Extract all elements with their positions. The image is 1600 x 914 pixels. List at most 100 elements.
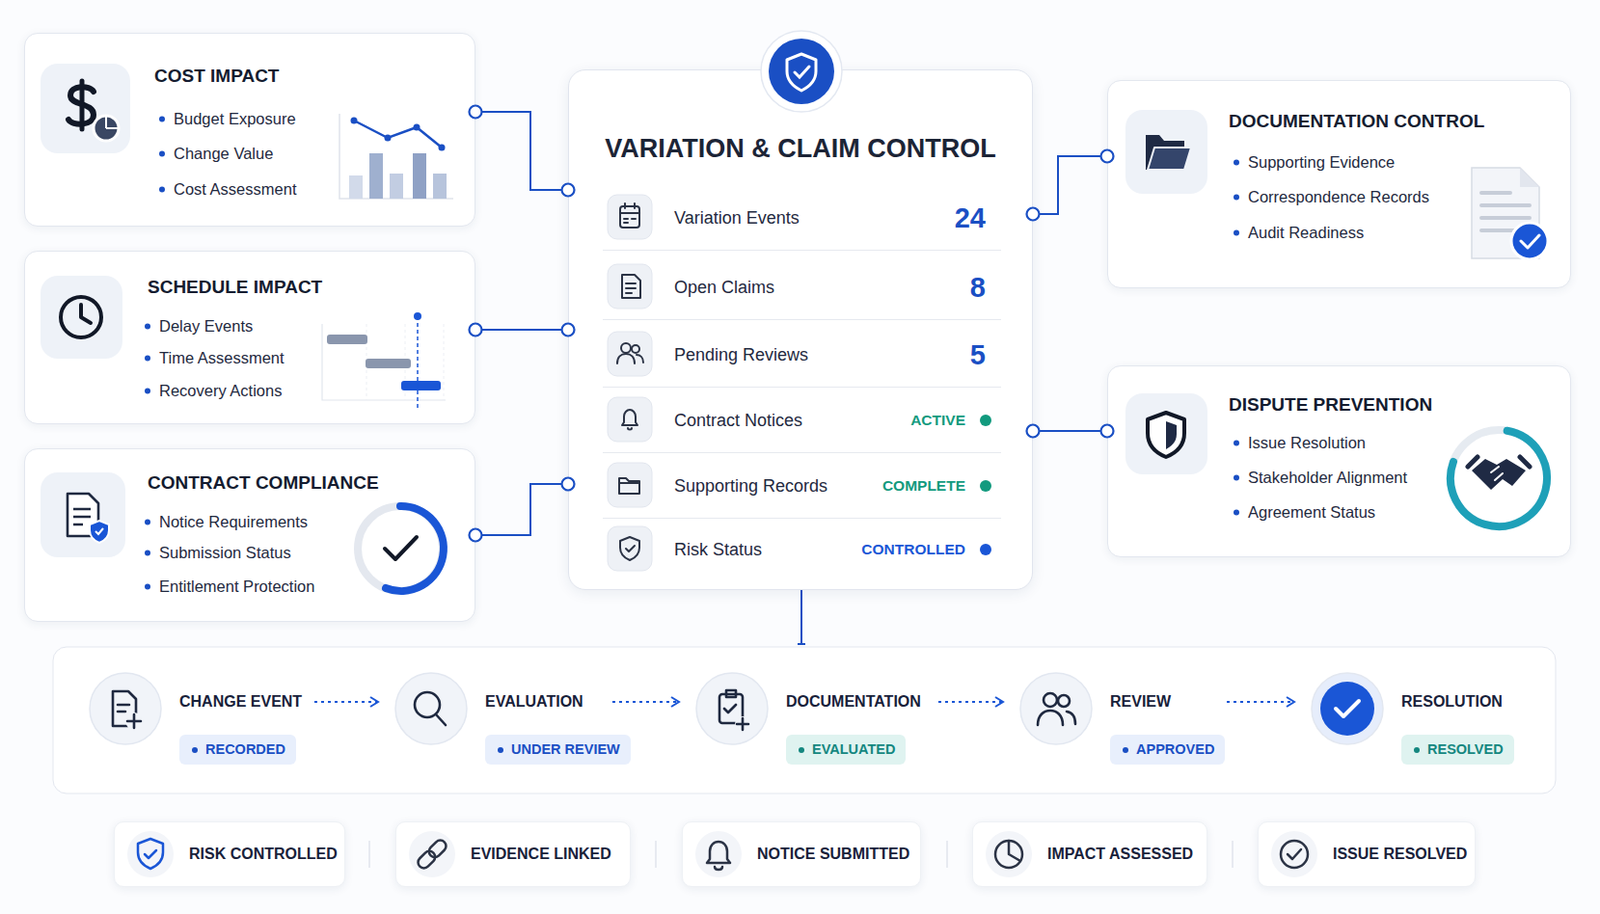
row-icon <box>621 343 631 353</box>
gantt-chart <box>365 358 411 369</box>
step-icon <box>1043 693 1058 707</box>
bullet-item: Cost Assessment <box>173 180 297 199</box>
compliance-icon <box>40 472 126 558</box>
step-heading: CHANGE EVENT <box>179 693 302 711</box>
step-icon-circle <box>1311 673 1384 745</box>
shield-icon <box>1125 393 1208 475</box>
badge-icon-circle <box>127 831 1318 878</box>
clock-icon <box>40 275 123 359</box>
connector-line <box>475 328 569 331</box>
cost-chart <box>349 175 363 199</box>
gantt-chart <box>366 324 444 401</box>
cost-chart <box>384 135 392 142</box>
agreement-ring <box>1450 430 1547 527</box>
step-icon <box>719 694 743 724</box>
flow-arrow <box>314 701 379 704</box>
step-icon <box>1066 711 1076 725</box>
card-heading: DISPUTE PREVENTION <box>1228 394 1433 416</box>
header-shield-badge <box>760 30 842 112</box>
step-icon-circle <box>395 673 467 745</box>
badge-divider <box>368 840 371 868</box>
connector-end <box>1027 425 1040 438</box>
row-icon <box>622 274 641 299</box>
metric-row: Variation Events24 <box>602 185 1002 251</box>
panel-title: VARIATION & CLAIM CONTROL <box>569 134 1032 164</box>
row-icon <box>620 206 640 228</box>
cost-icon <box>40 63 131 154</box>
bullet-item: Recovery Actions <box>159 381 282 401</box>
badge-label: IMPACT ASSESSED <box>1047 845 1194 864</box>
cost-icon <box>93 115 119 141</box>
connector-end <box>469 324 483 337</box>
connector-end <box>469 106 483 119</box>
gantt-chart <box>416 316 419 408</box>
cost-chart <box>389 173 404 199</box>
folder-icon <box>1145 135 1185 170</box>
documentation-card: DOCUMENTATION CONTROL Supporting Evidence… <box>1107 80 1572 289</box>
metric-row: Open Claims8 <box>602 254 1002 321</box>
connector-end <box>562 324 575 337</box>
metric-label: Supporting Records <box>674 475 828 496</box>
row-icon <box>620 537 640 561</box>
dispute-card: DISPUTE PREVENTIONIssue ResolutionStakeh… <box>1107 365 1572 558</box>
resolution-check <box>1320 681 1375 736</box>
agreement-ring <box>1467 457 1530 467</box>
status-pill: UNDER REVIEW <box>485 734 631 765</box>
step-icon-circle <box>89 673 162 745</box>
status-badge: RISK CONTROLLED <box>113 821 346 888</box>
card-heading: DOCUMENTATION CONTROL <box>1228 110 1485 133</box>
row-icon <box>619 478 640 494</box>
step-icon <box>734 716 751 733</box>
cost-chart <box>339 113 454 199</box>
cost-chart <box>339 113 454 199</box>
cost-chart <box>412 153 427 199</box>
badge-icon <box>426 838 449 861</box>
control-panel: Variation Events24Open Claims8Pending Re… <box>568 69 1033 591</box>
compliance-icon <box>73 509 91 525</box>
badge-icon <box>144 850 157 859</box>
progress-ring <box>384 537 417 560</box>
badge-label: RISK CONTROLLED <box>189 845 338 864</box>
row-icon-box <box>607 331 652 377</box>
process-step: DOCUMENTATIONEVALUATED <box>678 665 939 777</box>
status-pill: RECORDED <box>179 734 297 765</box>
process-band <box>53 647 1556 794</box>
resolution-check <box>1320 681 1375 736</box>
step-icon <box>125 712 143 731</box>
gantt-chart <box>413 312 422 321</box>
badge-label: NOTICE SUBMITTED <box>757 845 910 864</box>
connector-end <box>1101 150 1114 163</box>
status-value: CONTROLLED <box>861 541 966 559</box>
badge-icon-circle <box>695 831 742 878</box>
clock-icon <box>40 275 123 359</box>
cost-chart <box>413 124 421 132</box>
step-heading: RESOLUTION <box>1401 693 1503 711</box>
badge-icon <box>1287 849 1302 860</box>
cost-chart <box>369 153 383 199</box>
metric-label: Open Claims <box>674 276 775 298</box>
metric-row: Risk StatusCONTROLLED <box>602 516 1002 583</box>
bullet-item: Stakeholder Alignment <box>1247 468 1408 488</box>
row-icon-box <box>607 194 652 571</box>
row-icon-box <box>607 526 652 571</box>
status-pill: EVALUATED <box>786 734 906 765</box>
header-shield-badge <box>786 54 816 91</box>
card-heading: COST IMPACT <box>154 65 279 87</box>
header-shield-badge <box>768 38 835 105</box>
progress-ring <box>357 506 444 592</box>
row-icon-box <box>607 194 652 240</box>
step-icon <box>1037 710 1063 726</box>
bullet-item: Supporting Evidence <box>1247 153 1395 172</box>
row-icon <box>620 203 640 223</box>
step-heading: EVALUATION <box>485 693 584 711</box>
badge-icon <box>137 838 1308 871</box>
resolution-check <box>1335 701 1359 717</box>
bullet-item: Change Value <box>173 144 273 163</box>
bullet-item: Notice Requirements <box>159 513 308 532</box>
cost-icon <box>106 115 119 129</box>
step-icon <box>127 714 141 729</box>
badge-label: EVIDENCE LINKED <box>470 845 612 864</box>
agreement-ring <box>1471 459 1526 490</box>
